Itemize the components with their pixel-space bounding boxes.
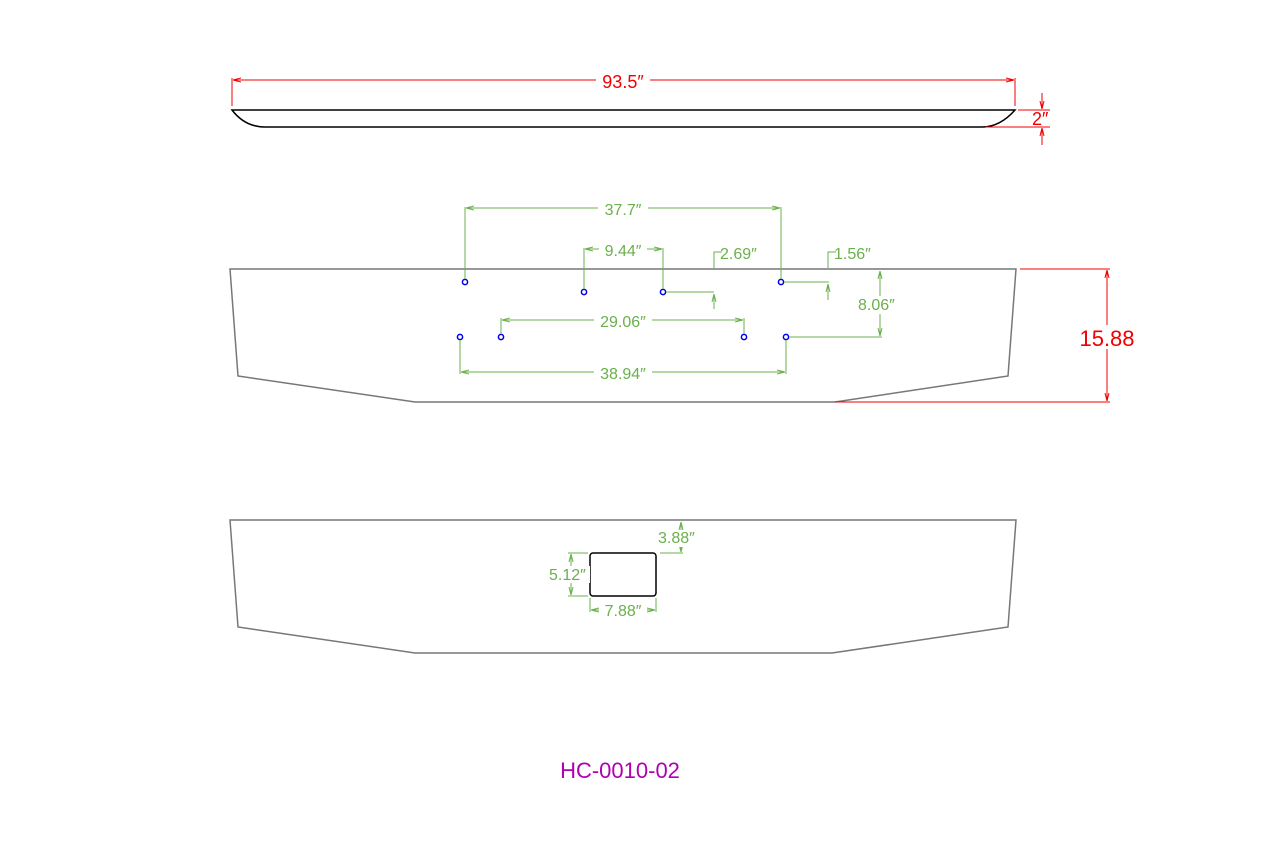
top-view: 93.5″ 2″ bbox=[230, 70, 1050, 145]
dim-8-06: 8.06″ bbox=[858, 297, 895, 314]
dim-29-06: 29.06″ bbox=[600, 314, 646, 331]
cutout bbox=[589, 552, 657, 597]
mounting-holes bbox=[456, 278, 790, 341]
hole bbox=[740, 333, 748, 341]
back-view: 3.88″ 5.12″ 7.88″ bbox=[229, 519, 1017, 654]
back-view-outline bbox=[229, 519, 1017, 654]
thickness-dimension: 2″ bbox=[1032, 109, 1049, 129]
dim-9-44: 9.44″ bbox=[605, 243, 642, 260]
part-number: HC-0010-02 bbox=[560, 758, 680, 783]
hole bbox=[777, 278, 785, 286]
dim-37-7: 37.7″ bbox=[605, 202, 642, 219]
height-dimension: 15.88 bbox=[1079, 326, 1134, 351]
dim-5-12: 5.12″ bbox=[549, 567, 586, 584]
dim-1-56: 1.56″ bbox=[834, 246, 871, 263]
hole bbox=[782, 333, 790, 341]
dim-7-88: 7.88″ bbox=[605, 603, 642, 620]
dim-2-69: 2.69″ bbox=[720, 246, 757, 263]
top-view-outline bbox=[230, 109, 1017, 128]
dim-3-88: 3.88″ bbox=[658, 530, 695, 547]
hole bbox=[659, 288, 667, 296]
front-view: 37.7″ 9.44″ 2.69″ 1.56″ 8.06″ 29.06″ 38.… bbox=[229, 199, 1141, 403]
length-dimension: 93.5″ bbox=[602, 72, 644, 92]
hole bbox=[456, 333, 464, 341]
hole bbox=[497, 333, 505, 341]
dim-38-94: 38.94″ bbox=[600, 366, 646, 383]
hole bbox=[461, 278, 469, 286]
hole bbox=[580, 288, 588, 296]
